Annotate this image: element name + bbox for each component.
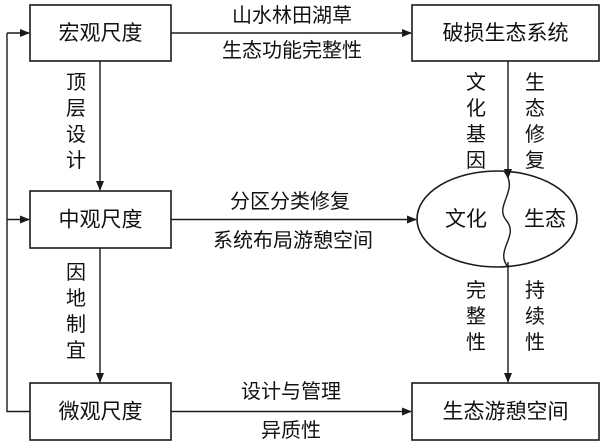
- vertical-label-char: 性: [466, 330, 486, 354]
- ellipse-divider-curve: [502, 170, 511, 268]
- vertical-label-char: 续: [525, 304, 545, 328]
- vertical-label-cultural-gene: 文 化 基 因: [466, 70, 486, 172]
- vertical-label-char: 修: [525, 122, 545, 146]
- vertical-label-char: 宜: [66, 338, 86, 362]
- eco-recreation-space-label: 生态游憩空间: [443, 400, 569, 424]
- vertical-label-char: 化: [466, 96, 486, 120]
- culture-label: 文化: [445, 207, 487, 231]
- eco-recreation-space-node: 生态游憩空间: [411, 382, 600, 441]
- vertical-label-char: 性: [525, 330, 545, 354]
- vertical-label-char: 基: [466, 122, 486, 146]
- vertical-label-char: 生: [525, 70, 545, 94]
- vertical-label-char: 整: [466, 304, 486, 328]
- vertical-label-char: 持: [525, 278, 545, 302]
- edge-label-landscape-elements: 山水林田湖草: [232, 3, 352, 27]
- vertical-label-char: 地: [66, 286, 86, 310]
- vertical-label-char: 复: [525, 148, 545, 172]
- edge-label-functional-integrity: 生态功能完整性: [222, 38, 362, 62]
- vertical-label-char: 顶: [66, 70, 86, 94]
- vertical-label-char: 计: [66, 148, 86, 172]
- vertical-label-ecological-restoration: 生 态 修 复: [525, 70, 545, 172]
- vertical-label-char: 制: [66, 312, 86, 336]
- meso-scale-label: 中观尺度: [59, 208, 143, 232]
- vertical-label-char: 因: [66, 260, 86, 284]
- feedback-loop-line: [6, 33, 30, 413]
- damaged-ecosystem-label: 破损生态系统: [443, 21, 569, 45]
- vertical-label-site-specific: 因 地 制 宜: [66, 260, 86, 362]
- vertical-label-integrity: 完 整 性: [466, 278, 486, 354]
- micro-scale-label: 微观尺度: [59, 400, 143, 424]
- vertical-label-char: 设: [66, 122, 86, 146]
- damaged-ecosystem-node: 破损生态系统: [411, 4, 600, 62]
- vertical-label-top-level-design: 顶 层 设 计: [66, 70, 86, 172]
- vertical-label-char: 态: [525, 96, 545, 120]
- edge-label-heterogeneity: 异质性: [261, 418, 321, 442]
- vertical-label-char: 层: [66, 96, 86, 120]
- edge-label-zoned-restoration: 分区分类修复: [230, 189, 350, 213]
- edge-label-design-management: 设计与管理: [241, 379, 341, 403]
- vertical-label-char: 完: [466, 278, 486, 302]
- micro-scale-node: 微观尺度: [29, 382, 172, 441]
- macro-scale-node: 宏观尺度: [29, 4, 172, 62]
- edge-label-system-layout: 系统布局游憩空间: [213, 228, 373, 252]
- vertical-label-sustainability: 持 续 性: [525, 278, 545, 354]
- culture-ecology-ellipse: 文化 生态: [416, 170, 578, 268]
- vertical-label-char: 因: [466, 148, 486, 172]
- meso-scale-node: 中观尺度: [29, 190, 172, 249]
- ecology-label: 生态: [524, 207, 566, 231]
- macro-scale-label: 宏观尺度: [59, 21, 143, 45]
- vertical-label-char: 文: [466, 70, 486, 94]
